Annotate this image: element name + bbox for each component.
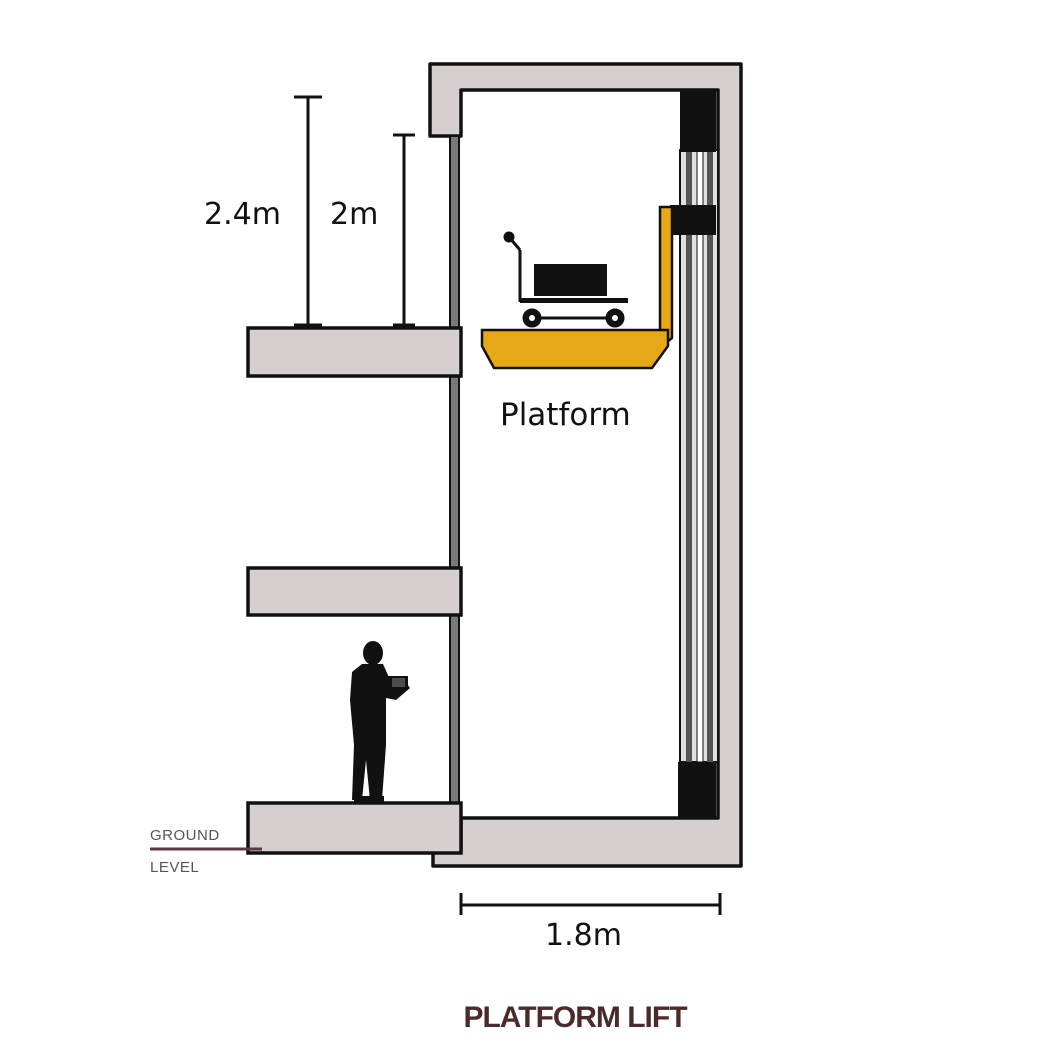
width-label: 1.8m bbox=[545, 918, 622, 953]
height-outer-label: 2.4m bbox=[204, 197, 281, 232]
ground-level-label-line2: LEVEL bbox=[150, 859, 199, 876]
platform-label: Platform bbox=[500, 397, 631, 433]
platform-carriage bbox=[480, 205, 674, 370]
rail-block-top bbox=[680, 90, 716, 152]
height-inner-label: 2m bbox=[330, 197, 378, 232]
platform-deck bbox=[480, 328, 670, 370]
floor-slab-ground bbox=[246, 801, 463, 855]
guide-rails bbox=[670, 90, 719, 818]
rail-block-carriage bbox=[670, 205, 716, 235]
width-dimension bbox=[459, 893, 722, 915]
ground-level-marker: GROUND LEVEL bbox=[150, 827, 262, 876]
trolley-icon bbox=[503, 231, 628, 328]
platform-bracket bbox=[658, 205, 674, 351]
floor-slab-middle bbox=[246, 566, 463, 617]
diagram-title: PLATFORM LIFT bbox=[463, 1001, 687, 1034]
person-silhouette-icon bbox=[350, 641, 410, 804]
shaft-front-line bbox=[449, 135, 460, 805]
ground-level-label-line1: GROUND bbox=[150, 827, 220, 844]
floor-slab-top bbox=[246, 326, 463, 378]
height-dimensions bbox=[294, 95, 415, 327]
rail-block-bottom bbox=[678, 762, 716, 818]
